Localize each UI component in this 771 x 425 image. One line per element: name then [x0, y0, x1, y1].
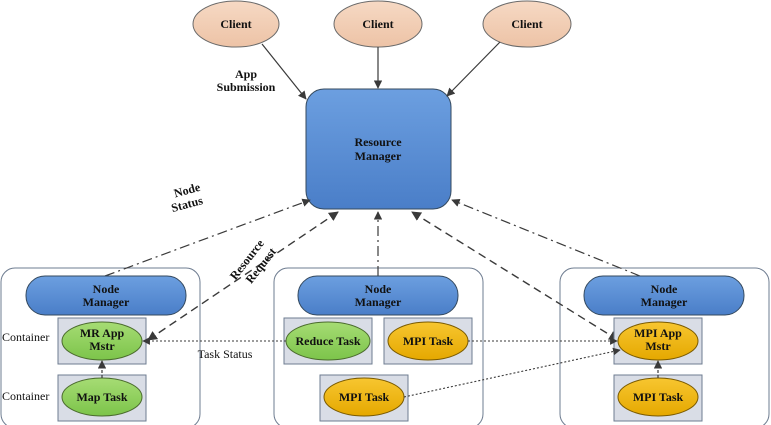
container-map-task: Map Task [57, 374, 147, 422]
node-manager-label-1: Node [93, 282, 120, 296]
resource-request-line-mpi [411, 211, 619, 341]
container-mpi-task-c: MPI Task [613, 374, 703, 422]
node-status-label-1: Node [172, 180, 202, 201]
client-2: Client [333, 0, 423, 48]
task-label: MPI Task [633, 390, 684, 404]
node-manager-label-1: Node [365, 282, 392, 296]
node-manager-label-2: Manager [83, 295, 130, 309]
task-label: MR App [80, 326, 125, 340]
app-submission-label-2: Submission [217, 80, 276, 94]
client-label: Client [220, 17, 251, 31]
container-label-2: Container [2, 389, 49, 403]
client-label: Client [362, 17, 393, 31]
client-1: Client [192, 0, 280, 48]
task-label: Reduce Task [295, 334, 360, 348]
client1-to-rm-arrow [261, 43, 307, 100]
container-mr-app-master: MR App Mstr [57, 317, 147, 365]
app-submission-label-1: App [235, 67, 257, 81]
client-label: Client [511, 17, 542, 31]
client-3: Client [482, 0, 572, 48]
container-label-1: Container [2, 330, 49, 344]
task-status-label: Task Status [198, 347, 253, 361]
node-manager-2: Node Manager [297, 275, 459, 316]
client3-to-rm-arrow [446, 41, 501, 97]
container-mpi-task-a: MPI Task [383, 317, 473, 365]
task-label: Mstr [645, 339, 671, 353]
node-manager-label-2: Manager [355, 295, 402, 309]
node3-status-line [451, 198, 641, 277]
node-manager-3: Node Manager [583, 275, 745, 316]
node1-status-line [104, 198, 311, 277]
task-label: MPI Task [403, 334, 454, 348]
node-manager-1: Node Manager [25, 275, 187, 316]
task-label: MPI Task [339, 390, 390, 404]
task-label: Mstr [89, 339, 115, 353]
task-label: MPI App [634, 326, 682, 340]
task-label: Map Task [76, 390, 127, 404]
mpi-b-to-mpi-master-status [403, 347, 621, 398]
resource-manager: Resource Manager [305, 88, 452, 210]
container-mpi-task-b: MPI Task [319, 374, 409, 422]
rm-label-line1: Resource [354, 135, 402, 149]
container-reduce-task: Reduce Task [283, 317, 373, 365]
container-mpi-app-master: MPI App Mstr [613, 317, 703, 365]
node-manager-label-2: Manager [641, 295, 688, 309]
rm-label-line2: Manager [355, 149, 402, 163]
node-manager-label-1: Node [651, 282, 678, 296]
